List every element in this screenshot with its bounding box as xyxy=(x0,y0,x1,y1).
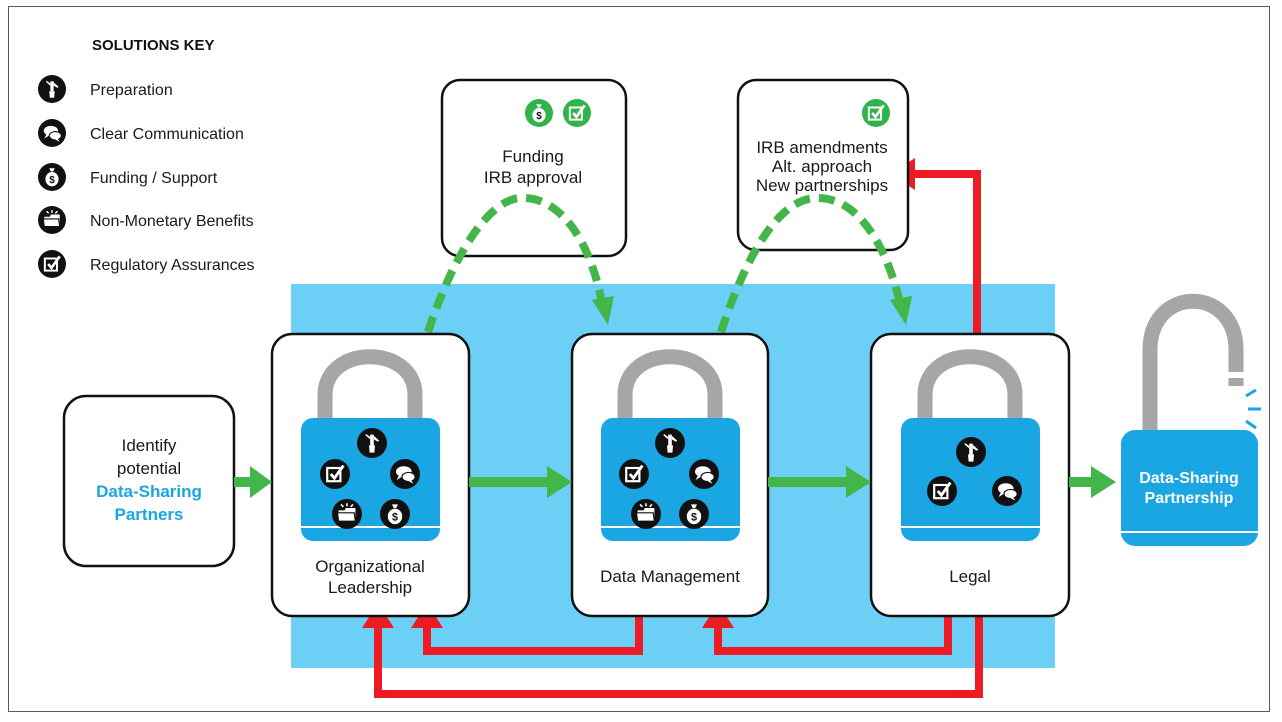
solution-box-line2: IRB approval xyxy=(484,168,582,187)
solution-box-line3: New partnerships xyxy=(756,176,888,195)
stage-label-line1: Data Management xyxy=(600,567,740,586)
stage-label-line1: Organizational xyxy=(315,557,425,576)
flow-arrow-ol-to-dm xyxy=(469,466,572,498)
green-dashed-arrowheads xyxy=(592,296,912,325)
arrow-legal-to-amendments xyxy=(912,170,981,334)
solutions-key: SOLUTIONS KEY Preparation Clear Communic… xyxy=(38,37,255,278)
feedback-arrow-legal-to-dm xyxy=(714,616,952,655)
solution-box-funding: Funding IRB approval xyxy=(440,78,628,258)
open-padlock-shackle xyxy=(1142,293,1244,434)
green-flow-arrows xyxy=(234,466,1116,498)
end-line2: Partnership xyxy=(1145,490,1234,507)
padlock-shackle xyxy=(917,349,1023,422)
feedback-arrow-legal-to-ol xyxy=(374,616,983,698)
padlock-body xyxy=(901,418,1040,541)
key-item-non-monetary-benefits: Non-Monetary Benefits xyxy=(38,206,254,234)
green-dashed-arcs xyxy=(424,193,904,334)
checkbox-icon xyxy=(320,459,350,489)
padlock-body xyxy=(1121,430,1258,546)
checkbox-icon xyxy=(619,459,649,489)
key-item-funding-support: Funding / Support xyxy=(38,163,218,191)
solution-box-line2: Alt. approach xyxy=(772,157,872,176)
padlock-shackle xyxy=(317,349,423,422)
checkbox-icon xyxy=(927,476,957,506)
start-line1: Identify xyxy=(122,436,177,455)
red-feedback-arrows xyxy=(374,170,983,698)
end-line1: Data-Sharing xyxy=(1139,470,1239,487)
key-label: Clear Communication xyxy=(90,126,244,143)
feedback-arrow-dm-to-ol xyxy=(423,616,643,655)
checkbox-icon xyxy=(563,99,591,127)
solution-box-line1: IRB amendments xyxy=(756,138,887,157)
start-line4: Partners xyxy=(115,505,184,524)
dashed-arc-dm-to-legal xyxy=(717,193,904,334)
start-box: Identify potential Data-Sharing Partners xyxy=(62,394,236,568)
key-label: Preparation xyxy=(90,82,173,99)
stage-box-data-management: Data Management xyxy=(570,332,770,618)
solution-box-line1: Funding xyxy=(502,147,563,166)
stage-box-legal: Legal xyxy=(869,332,1071,618)
key-item-preparation: Preparation xyxy=(38,75,173,103)
checkbox-icon xyxy=(38,250,66,278)
flow-arrow-dm-to-legal xyxy=(768,466,871,498)
key-label: Regulatory Assurances xyxy=(90,257,255,274)
key-item-clear-communication: Clear Communication xyxy=(38,119,244,147)
flow-arrow-start-to-ol xyxy=(234,466,272,498)
stage-label-line1: Legal xyxy=(949,567,991,586)
key-label: Non-Monetary Benefits xyxy=(90,213,254,230)
open-padlock-partnership: Data-Sharing Partnership xyxy=(1121,293,1261,546)
key-item-regulatory-assurances: Regulatory Assurances xyxy=(38,250,255,278)
flow-arrow-legal-to-partnership xyxy=(1069,466,1116,498)
dashed-arc-ol-to-dm xyxy=(424,193,606,334)
padlock-shackle xyxy=(617,349,723,422)
stage-box-organizational-leadership: Organizational Leadership xyxy=(270,332,471,618)
solution-box-amendments: IRB amendments Alt. approach New partner… xyxy=(736,78,910,252)
stage-label-line2: Leadership xyxy=(328,578,412,597)
unlock-sparkle-icon xyxy=(1245,388,1261,430)
key-label: Funding / Support xyxy=(90,170,218,187)
start-line3: Data-Sharing xyxy=(96,482,202,501)
key-title: SOLUTIONS KEY xyxy=(92,37,215,54)
checkbox-icon xyxy=(862,99,890,127)
start-line2: potential xyxy=(117,459,181,478)
